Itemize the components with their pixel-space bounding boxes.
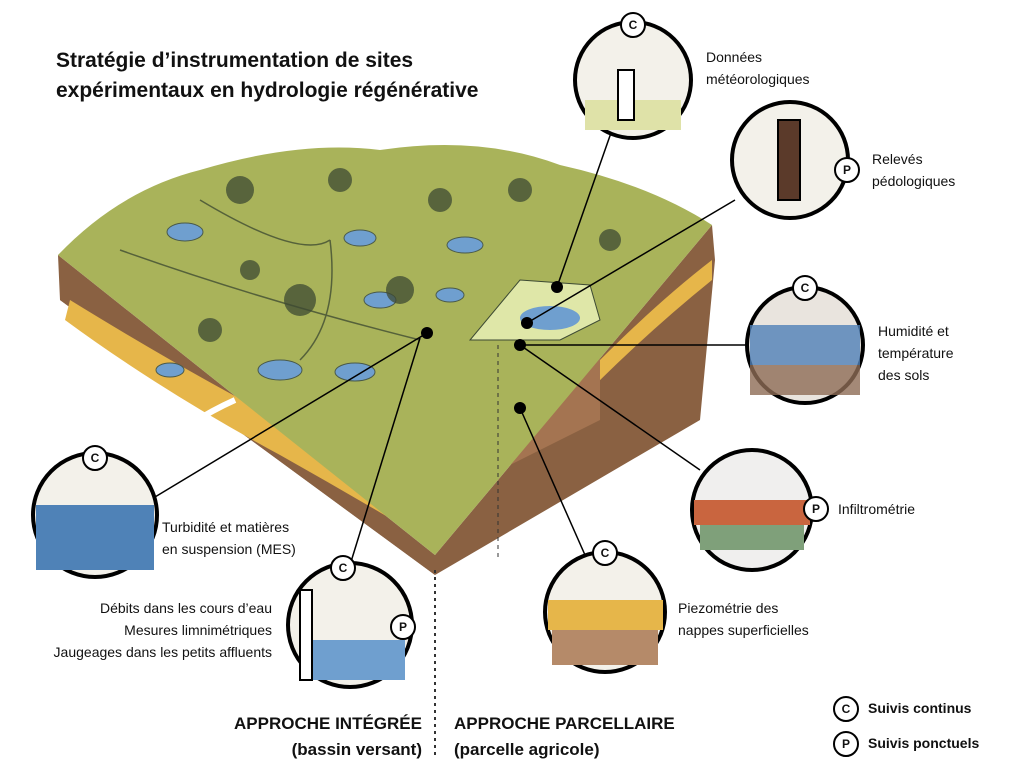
limnimetry-circle: [286, 561, 414, 689]
integree-subtitle: (bassin versant): [291, 740, 422, 759]
badge-c-humidity: C: [792, 275, 818, 301]
badge-p-infiltro: P: [803, 496, 829, 522]
approach-integree: APPROCHE INTÉGRÉE (bassin versant): [234, 711, 422, 763]
infiltrometry-circle: [690, 448, 814, 572]
badge-c-turbidity: C: [82, 445, 108, 471]
pedology-circle: [730, 100, 850, 220]
humidity-line-2: température: [878, 345, 954, 361]
label-turbidity: Turbidité et matières en suspension (MES): [162, 516, 296, 560]
meteo-circle: [573, 20, 693, 140]
land-surface: [58, 145, 712, 555]
piezo-line-2: nappes superficielles: [678, 622, 809, 638]
humidity-line-3: des sols: [878, 367, 930, 383]
sand-layer-front: [65, 300, 435, 545]
badge-p-pedo: P: [834, 157, 860, 183]
piezo-line-1: Piezométrie des: [678, 600, 779, 616]
page-title: Stratégie d’instrumentation de sites expé…: [56, 46, 478, 106]
connector-lines: [149, 129, 745, 566]
legend-badge-c: C: [833, 696, 859, 722]
pedo-line-1: Relevés: [872, 151, 923, 167]
title-line-2: expérimentaux en hydrologie régénérative: [56, 79, 479, 102]
badge-c-meteo: C: [620, 12, 646, 38]
soil-block: [58, 225, 715, 575]
badge-c-piezo: C: [592, 540, 618, 566]
badge-p-limni: P: [390, 614, 416, 640]
integree-title: APPROCHE INTÉGRÉE: [234, 714, 422, 733]
humidity-line-1: Humidité et: [878, 323, 949, 339]
debits-line-3: Jaugeages dans les petits affluents: [53, 644, 272, 660]
meteo-line-1: Données: [706, 49, 763, 65]
turbidity-line-2: en suspension (MES): [162, 541, 296, 557]
title-line-1: Stratégie d’instrumentation de sites: [56, 49, 414, 72]
legend-badge-p: P: [833, 731, 859, 757]
label-pedo: Relevés pédologiques: [872, 148, 955, 192]
parcellaire-title: APPROCHE PARCELLAIRE: [454, 714, 675, 733]
piezometry-circle: [543, 550, 667, 674]
parcellaire-subtitle: (parcelle agricole): [454, 740, 600, 759]
debits-line-2: Mesures limnimétriques: [124, 622, 272, 638]
trees: [198, 168, 621, 342]
label-infiltro: Infiltrométrie: [838, 501, 916, 517]
badge-c-limni: C: [330, 555, 356, 581]
legend-continus: Suivis continus: [868, 700, 972, 716]
meteo-line-2: météorologiques: [706, 71, 810, 87]
debits-line-1: Débits dans les cours d’eau: [100, 600, 272, 616]
label-meteo: Données météorologiques: [706, 46, 810, 90]
legend-ponctuels: Suivis ponctuels: [868, 735, 980, 751]
pedo-line-2: pédologiques: [872, 173, 956, 189]
turbidity-circle: [31, 451, 159, 579]
turbidity-line-1: Turbidité et matières: [162, 519, 290, 535]
label-humidity: Humidité et température des sols: [878, 320, 953, 386]
approach-parcellaire: APPROCHE PARCELLAIRE (parcelle agricole): [454, 711, 675, 763]
soil-humidity-circle: [745, 285, 865, 405]
label-piezo: Piezométrie des nappes superficielles: [678, 597, 809, 641]
